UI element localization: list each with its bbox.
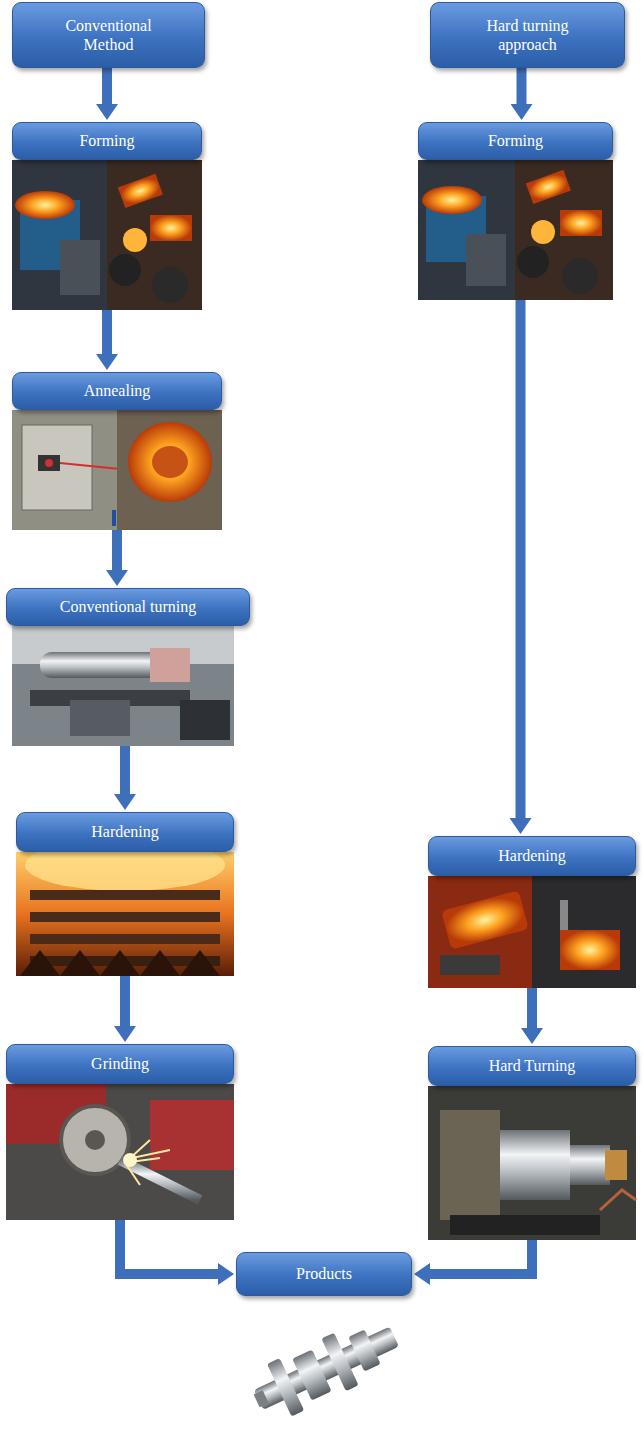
grinding-photo (6, 1084, 234, 1220)
process-box: Forming (12, 122, 202, 160)
process-box: Hard Turning (428, 1046, 636, 1086)
box-label: Annealing (84, 381, 151, 400)
forming-photo (12, 160, 202, 310)
box-label: Hard Turning (489, 1056, 576, 1075)
hardening-photo (16, 839, 234, 976)
box-label: Grinding (91, 1054, 149, 1073)
process-box: Hardening (428, 836, 636, 876)
process-box: Hardening (16, 812, 234, 852)
annealing-photo (12, 410, 222, 530)
box-label: Conventional turning (60, 597, 196, 616)
box-label: Conventional Method (49, 16, 169, 54)
flow-arrow (517, 68, 527, 106)
process-box: Annealing (12, 372, 222, 410)
process-box: Forming (418, 122, 613, 160)
box-label: Hard turning approach (468, 16, 588, 54)
flow-arrow (102, 68, 112, 106)
box-label: Products (296, 1264, 352, 1283)
hard-turning-photo (428, 1086, 636, 1240)
process-box: Grinding (6, 1044, 234, 1084)
lathe-photo (12, 626, 234, 746)
box-label: Forming (488, 131, 543, 150)
shaft-illustration (244, 1310, 406, 1427)
hardening-photo (428, 876, 636, 988)
forming-photo (418, 160, 613, 300)
process-box: Conventional Method (12, 2, 205, 68)
process-box: Hard turning approach (430, 2, 625, 68)
box-label: Hardening (91, 822, 159, 841)
process-box: Conventional turning (6, 588, 250, 626)
box-label: Forming (79, 131, 134, 150)
process-box: Products (236, 1252, 412, 1296)
box-label: Hardening (498, 846, 566, 865)
